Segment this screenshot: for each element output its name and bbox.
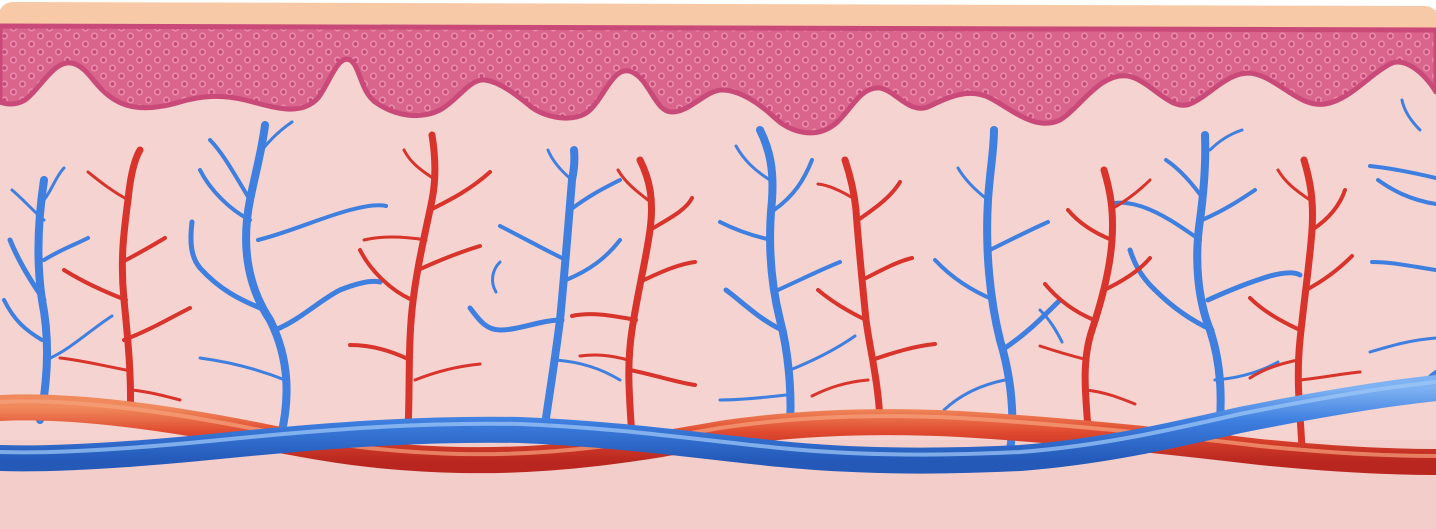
capillary-network — [2, 98, 1436, 454]
main-vein — [0, 375, 1436, 474]
epidermis-layer — [0, 23, 1436, 136]
main-vein-highlight — [0, 380, 1436, 457]
surface-layer — [0, 2, 1436, 30]
vein-branches — [2, 98, 1436, 454]
